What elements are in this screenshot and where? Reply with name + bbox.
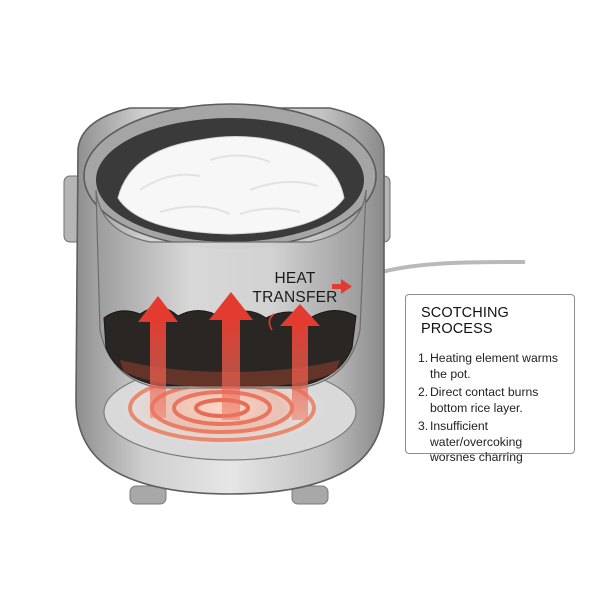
rice-heap xyxy=(117,135,345,235)
heat-arrow-right xyxy=(280,304,320,420)
heat-transfer-label-line2: TRANSFER xyxy=(252,289,338,306)
scorching-process-panel: SCOTCHING PROCESS 1. Heating element war… xyxy=(405,294,575,464)
step-text: Insufficient water/overcoking worsnes ch… xyxy=(430,419,523,464)
step-number: 2. xyxy=(418,385,429,399)
power-cord-icon xyxy=(381,260,526,274)
heat-arrow-center xyxy=(209,292,253,420)
heat-transfer-label-line1: HEAT xyxy=(274,270,316,287)
heat-arrow-icon xyxy=(332,279,352,294)
cooker-foot-left xyxy=(129,485,167,505)
step-number: 3. xyxy=(418,419,429,433)
panel-title: SCOTCHING PROCESS xyxy=(421,305,509,337)
step-number: 1. xyxy=(418,351,429,365)
heat-curl-mark xyxy=(268,313,275,331)
process-steps: 1. Heating element warms the pot. 2. Dir… xyxy=(416,351,564,466)
list-item: 1. Heating element warms the pot. xyxy=(418,351,564,382)
step-text: Heating element warms the pot. xyxy=(430,351,559,381)
list-item: 2. Direct contact burns bottom rice laye… xyxy=(418,385,564,416)
cooker-foot-right xyxy=(291,485,329,505)
step-text: Direct contact burns bottom rice layer. xyxy=(430,385,539,415)
heat-arrow-left xyxy=(138,296,178,418)
list-item: 3. Insufficient water/overcoking worsnes… xyxy=(418,419,564,466)
